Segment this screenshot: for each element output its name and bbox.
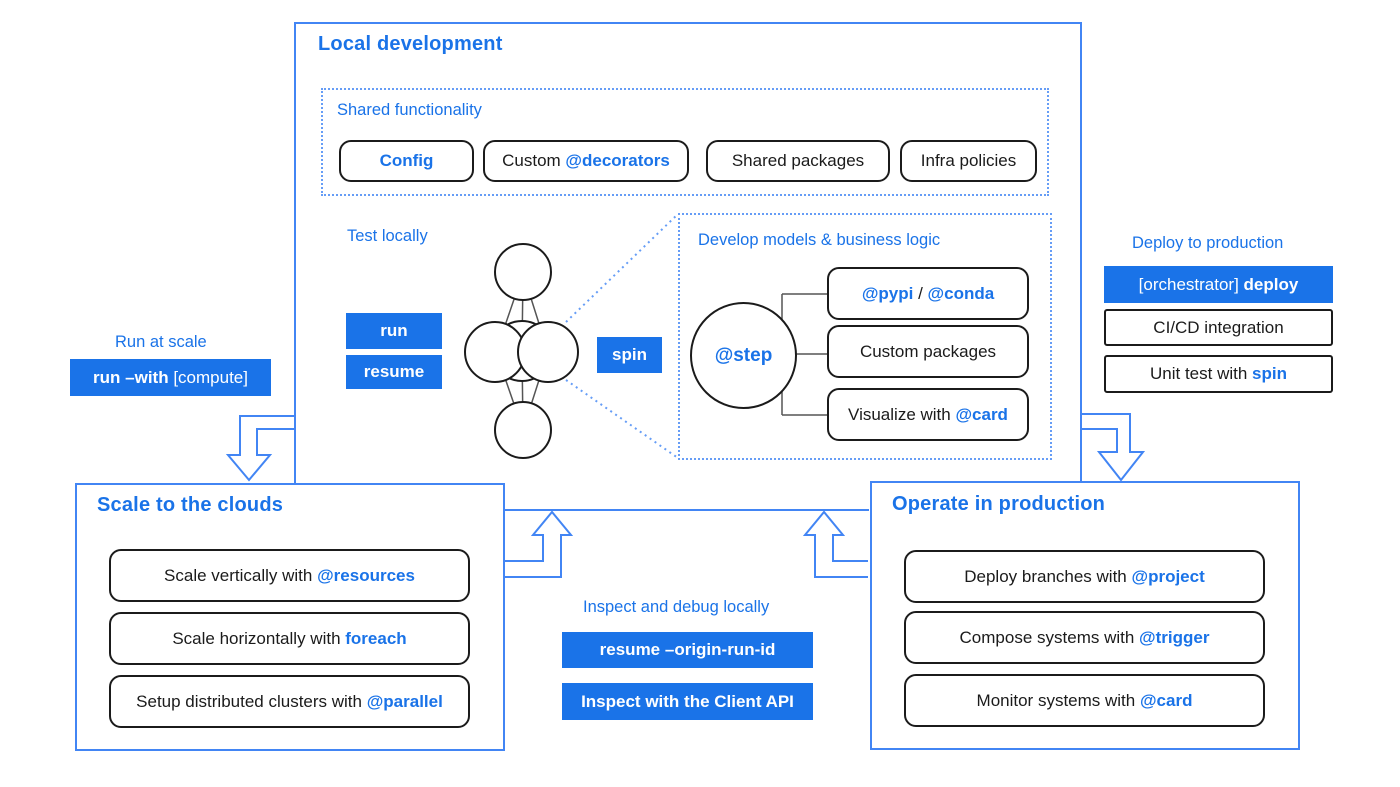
distributed-clusters-pre: Setup distributed clusters with bbox=[136, 691, 367, 711]
dag-graph bbox=[464, 243, 579, 459]
client-api-label: Inspect with the Client API bbox=[581, 691, 794, 711]
custom-packages-box: Custom packages bbox=[827, 325, 1029, 378]
resources-accent: @resources bbox=[317, 565, 415, 585]
resume-origin-chip: resume –origin-run-id bbox=[562, 632, 813, 668]
shared-functionality-label: Shared functionality bbox=[337, 101, 482, 119]
down-arrow-left bbox=[225, 415, 295, 482]
distributed-clusters-box: Setup distributed clusters with @paralle… bbox=[109, 675, 470, 728]
scale-horizontally-pre: Scale horizontally with bbox=[172, 628, 346, 648]
up-arrow-right bbox=[802, 510, 868, 578]
resume-origin-label: resume –origin-run-id bbox=[599, 640, 776, 659]
custom-decorators-accent: @decorators bbox=[565, 151, 670, 170]
custom-decorators-box: Custom @decorators bbox=[483, 140, 689, 182]
develop-models-title: Develop models & business logic bbox=[698, 231, 941, 249]
dag-node-end bbox=[494, 401, 552, 459]
cicd-integration-box: CI/CD integration bbox=[1104, 309, 1333, 346]
scale-vertically-pre: Scale vertically with bbox=[164, 565, 318, 585]
deploy-to-production-label: Deploy to production bbox=[1132, 234, 1284, 252]
step-label: @step bbox=[714, 344, 773, 366]
project-accent: @project bbox=[1131, 566, 1205, 586]
deploy-bold: deploy bbox=[1243, 274, 1299, 294]
parallel-accent: @parallel bbox=[366, 691, 443, 711]
step-circle: @step bbox=[690, 302, 797, 409]
dag-edges bbox=[495, 272, 549, 431]
cicd-integration-label: CI/CD integration bbox=[1153, 317, 1284, 337]
config-box: Config bbox=[339, 140, 474, 182]
run-chip: run bbox=[346, 313, 442, 349]
local-development-frame bbox=[294, 22, 1082, 483]
resume-chip-label: resume bbox=[363, 362, 425, 381]
zoom-dotted-line-top bbox=[565, 213, 679, 323]
compose-systems-pre: Compose systems with bbox=[959, 627, 1140, 647]
scale-horizontally-box: Scale horizontally with foreach bbox=[109, 612, 470, 665]
trigger-accent: @trigger bbox=[1139, 627, 1210, 647]
unit-test-spin-box: Unit test with spin bbox=[1104, 355, 1333, 393]
run-chip-label: run bbox=[380, 321, 408, 340]
pypi-conda-box: @pypi / @conda bbox=[827, 267, 1029, 320]
unit-test-pre: Unit test with bbox=[1150, 364, 1253, 383]
resume-chip: resume bbox=[346, 355, 442, 389]
shared-packages-box: Shared packages bbox=[706, 140, 890, 182]
down-arrow-right bbox=[1081, 413, 1146, 482]
develop-models-box bbox=[678, 213, 1052, 460]
run-at-scale-label: Run at scale bbox=[115, 333, 207, 351]
operate-production-title: Operate in production bbox=[892, 493, 1106, 515]
infra-policies-box: Infra policies bbox=[900, 140, 1037, 182]
unit-test-spin-accent: spin bbox=[1252, 364, 1287, 383]
config-label: Config bbox=[379, 151, 434, 170]
test-locally-label: Test locally bbox=[347, 227, 428, 245]
monitor-systems-box: Monitor systems with @card bbox=[904, 674, 1265, 727]
inspect-debug-label: Inspect and debug locally bbox=[583, 598, 770, 616]
custom-decorators-pre: Custom bbox=[502, 151, 566, 170]
up-arrow-left bbox=[504, 510, 574, 578]
visualize-card-pre: Visualize with bbox=[848, 404, 956, 424]
run-with-compute-chip: run –with [compute] bbox=[70, 359, 271, 396]
compose-systems-box: Compose systems with @trigger bbox=[904, 611, 1265, 664]
spin-chip: spin bbox=[597, 337, 662, 373]
scale-to-clouds-title: Scale to the clouds bbox=[97, 494, 284, 516]
shared-packages-label: Shared packages bbox=[731, 151, 865, 170]
custom-packages-label: Custom packages bbox=[859, 341, 997, 361]
dag-node-start bbox=[494, 243, 552, 301]
client-api-chip: Inspect with the Client API bbox=[562, 683, 813, 720]
card-accent: @card bbox=[1139, 690, 1193, 710]
deploy-branches-pre: Deploy branches with bbox=[964, 566, 1132, 586]
dag-node-mid-right bbox=[517, 321, 579, 383]
run-with-bold: run –with bbox=[93, 367, 169, 387]
spin-chip-label: spin bbox=[612, 345, 647, 364]
foreach-accent: foreach bbox=[345, 628, 407, 648]
shared-functionality-box bbox=[321, 88, 1049, 196]
scale-vertically-box: Scale vertically with @resources bbox=[109, 549, 470, 602]
pypi-accent: @pypi bbox=[861, 283, 914, 303]
orchestrator-pre: [orchestrator] bbox=[1138, 274, 1244, 294]
deploy-branches-box: Deploy branches with @project bbox=[904, 550, 1265, 603]
monitor-systems-pre: Monitor systems with bbox=[976, 690, 1140, 710]
infra-policies-label: Infra policies bbox=[920, 151, 1017, 170]
visualize-card-box: Visualize with @card bbox=[827, 388, 1029, 441]
visualize-card-accent: @card bbox=[955, 404, 1008, 424]
pypi-conda-separator: / bbox=[913, 283, 928, 303]
conda-accent: @conda bbox=[927, 283, 995, 303]
orchestrator-deploy-chip: [orchestrator] deploy bbox=[1104, 266, 1333, 303]
run-with-arg: [compute] bbox=[168, 367, 248, 387]
local-development-title: Local development bbox=[318, 33, 503, 55]
